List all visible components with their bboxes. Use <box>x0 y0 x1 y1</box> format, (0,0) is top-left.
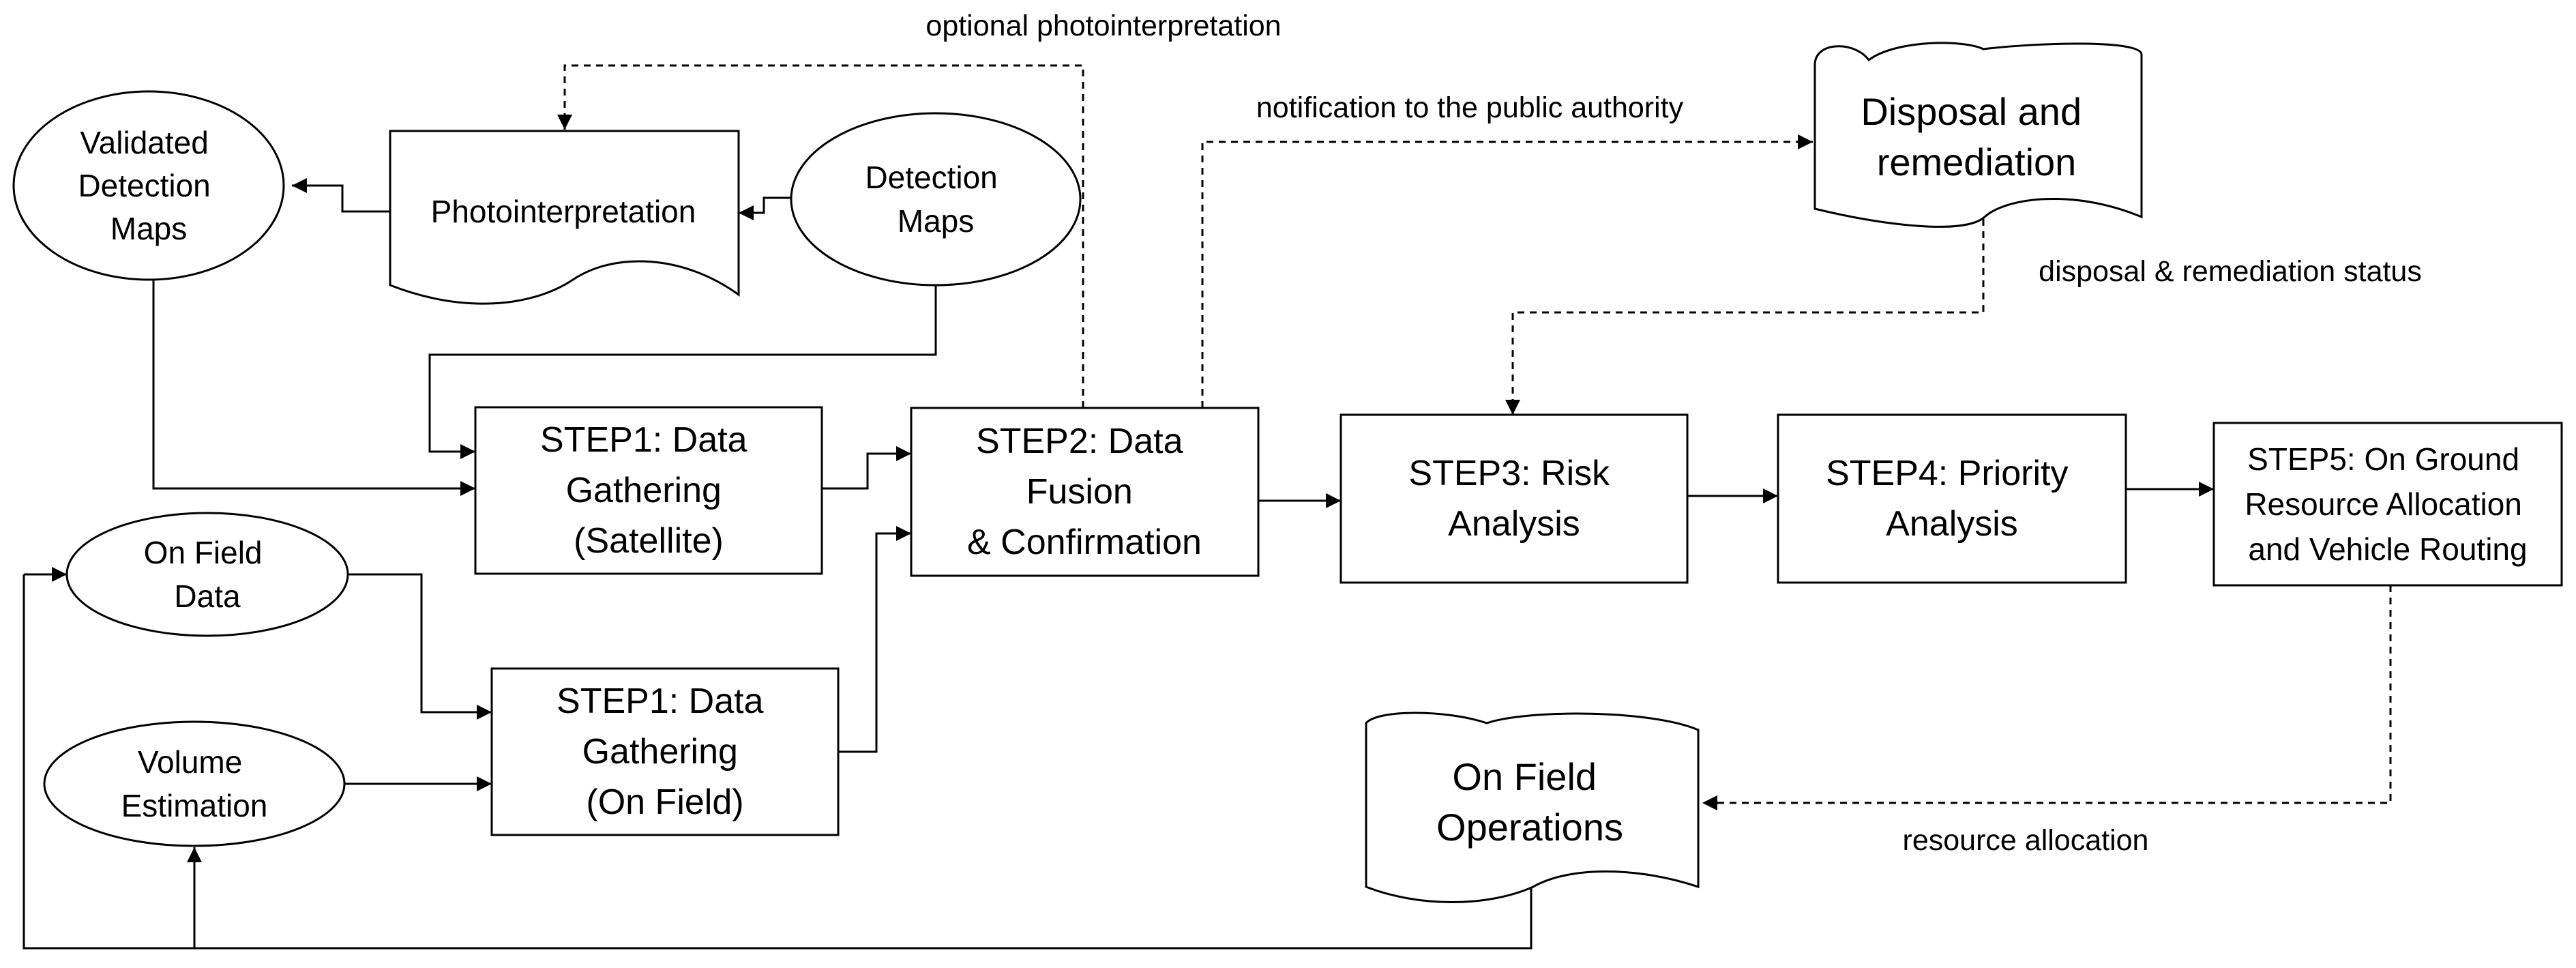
arrow-validated-to-step1-satellite <box>152 280 475 496</box>
label-optional-photointerpretation: optional photointerpretation <box>926 10 1281 42</box>
arrow-onfield-to-step1-field <box>348 573 492 720</box>
disposal-label-line1: Disposal and <box>1861 90 2082 133</box>
step1-field-line2: Gathering <box>582 732 738 772</box>
step5-line1: STEP5: On Ground <box>2247 441 2519 477</box>
svg-text:Photointerpretation: Photointerpretation <box>431 194 696 229</box>
step1-satellite-line1: STEP1: Data <box>540 420 747 460</box>
dashed-disposal-status <box>1505 194 1985 415</box>
line-operations-feedback <box>23 574 1533 950</box>
detection-maps: Detection Maps <box>790 112 1082 287</box>
step3-line1: STEP3: Risk <box>1408 454 1610 493</box>
svg-text:Disposal and remediation: Disposal and remediation <box>1861 90 2092 184</box>
step4-line1: STEP4: Priority <box>1826 454 2068 493</box>
connectors <box>23 64 2392 950</box>
step2-line1: STEP2: Data <box>976 422 1183 461</box>
svg-text:On Field Data: On Field Data <box>144 535 271 614</box>
svg-text:STEP5: On Ground Resourc: STEP5: On Ground Resource Allocation and… <box>2245 441 2530 567</box>
arrow-detection-to-step1-satellite <box>428 285 937 459</box>
disposal-remediation-doc: Disposal and remediation <box>1813 42 2143 228</box>
arrow-detection-to-photo <box>739 196 791 220</box>
step3-box: STEP3: Risk Analysis <box>1339 413 1689 584</box>
svg-text:STEP1: Data Gathering: STEP1: Data Gathering (Satellite) <box>540 420 757 561</box>
photointerpretation-doc: Photointerpretation <box>389 130 740 305</box>
on-field-data-line1: On Field <box>144 535 263 570</box>
validated-detection-maps: Validated Detection Maps <box>12 90 285 281</box>
svg-text:On Field Operations: On Field Operations <box>1436 755 1623 849</box>
validated-line1: Validated <box>80 125 208 160</box>
volume-line2: Estimation <box>121 788 268 823</box>
on-field-operations-doc: On Field Operations <box>1365 712 1700 903</box>
dashed-optional-photointerpretation <box>557 64 1084 408</box>
step5-box: STEP5: On Ground Resource Allocation and… <box>2212 422 2563 587</box>
svg-text:Detection Maps: Detection Maps <box>865 160 1006 239</box>
step1-satellite-box: STEP1: Data Gathering (Satellite) <box>474 406 823 575</box>
on-field-data-line2: Data <box>174 578 241 614</box>
validated-line3: Maps <box>110 211 187 246</box>
label-notification: notification to the public authority <box>1256 91 1684 124</box>
label-resource-allocation: resource allocation <box>1903 824 2149 857</box>
step2-line2: Fusion <box>1026 472 1133 512</box>
step3-line2: Analysis <box>1448 504 1580 544</box>
step5-line3: and Vehicle Routing <box>2248 531 2527 567</box>
step1-field-line3: (On Field) <box>586 782 743 822</box>
dashed-notification <box>1201 134 1813 408</box>
arrow-photo-to-validated <box>292 178 390 213</box>
svg-text:Validated Detection: Validated Detection Maps <box>78 125 219 246</box>
step1-field-box: STEP1: Data Gathering (On Field) <box>490 667 840 836</box>
step4-line2: Analysis <box>1886 504 2018 544</box>
svg-text:Volume Estimation: Volume Estimation <box>121 744 268 823</box>
svg-text:STEP1: Data Gathering: STEP1: Data Gathering (On Field) <box>557 681 773 822</box>
step4-box: STEP4: Priority Analysis <box>1777 413 2127 584</box>
step2-box: STEP2: Data Fusion & Confirmation <box>910 407 1260 577</box>
label-disposal-status: disposal & remediation status <box>2039 255 2422 288</box>
detection-maps-line1: Detection <box>865 160 997 195</box>
step1-satellite-line3: (Satellite) <box>574 521 724 561</box>
volume-estimation: Volume Estimation <box>43 720 346 847</box>
arrow-step1-field-to-step2 <box>838 526 911 753</box>
svg-text:STEP2: Data Fusion: STEP2: Data Fusion & Confirmation <box>967 422 1202 562</box>
dashed-resource-allocation <box>1702 585 2392 810</box>
validated-line2: Detection <box>78 168 210 203</box>
step1-field-line1: STEP1: Data <box>557 681 764 721</box>
volume-line1: Volume <box>138 744 242 780</box>
on-field-data: On Field Data <box>65 512 349 637</box>
step5-line2: Resource Allocation <box>2245 486 2522 522</box>
disposal-label-line2: remediation <box>1877 141 2077 184</box>
step1-satellite-line2: Gathering <box>566 471 722 510</box>
step2-line3: & Confirmation <box>967 523 1202 562</box>
arrow-step1-satellite-to-step2 <box>822 446 911 490</box>
photointerpretation-label: Photointerpretation <box>431 194 696 229</box>
svg-text:STEP3: Risk Analysis: STEP3: Risk Analysis <box>1408 454 1619 544</box>
on-field-operations-line2: Operations <box>1436 806 1623 849</box>
svg-text:STEP4: Priority Analysis: STEP4: Priority Analysis <box>1826 454 2078 544</box>
detection-maps-line2: Maps <box>898 203 974 239</box>
on-field-operations-line1: On Field <box>1452 755 1597 798</box>
